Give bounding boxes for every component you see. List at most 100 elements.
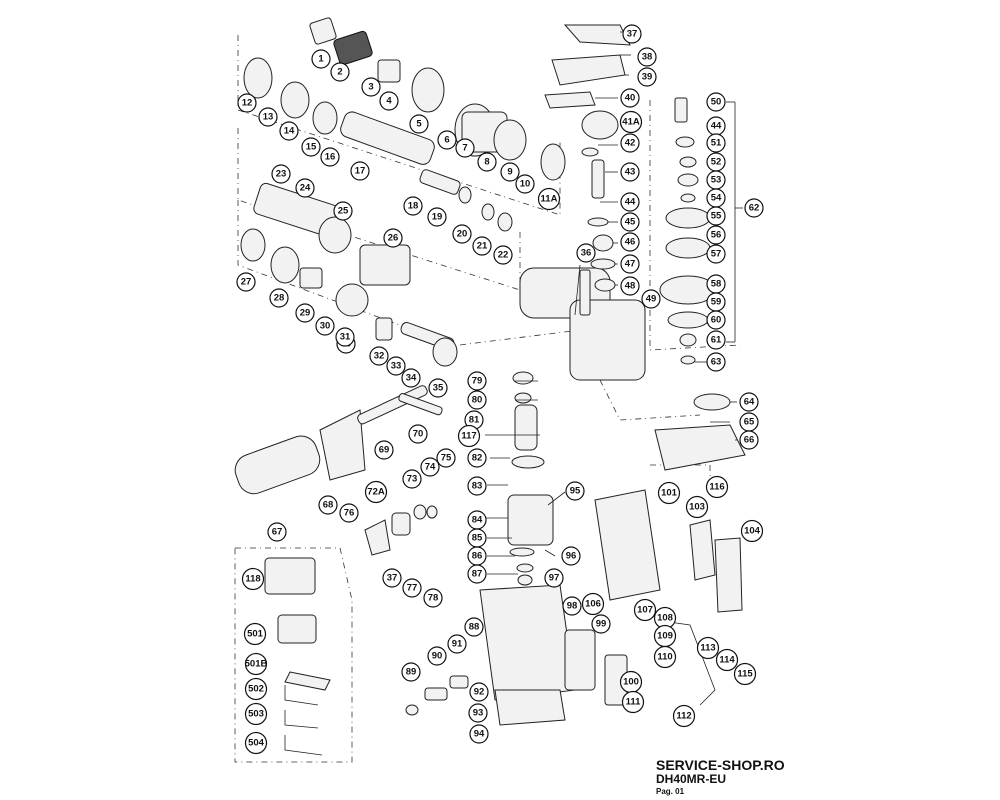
callout-label: 98 xyxy=(567,601,578,612)
callout-35: 35 xyxy=(428,378,448,398)
callout-47: 47 xyxy=(620,254,640,274)
callout-83: 83 xyxy=(467,476,487,496)
callout-label: 22 xyxy=(498,250,509,261)
callout-label: 5 xyxy=(416,119,422,130)
callout-circle xyxy=(320,147,340,167)
callout-label: 7 xyxy=(462,143,467,154)
callout-circle xyxy=(271,164,291,184)
callout-label: 36 xyxy=(581,248,592,259)
callout-circle xyxy=(339,503,359,523)
callout-501: 501 xyxy=(243,622,267,646)
callout-86: 86 xyxy=(467,546,487,566)
callout-circle xyxy=(733,662,757,686)
callout-circle xyxy=(236,272,256,292)
callout-36: 36 xyxy=(576,243,596,263)
callout-label: 503 xyxy=(248,709,264,720)
callout-circle xyxy=(672,704,696,728)
callout-label: 33 xyxy=(391,361,402,372)
callout-circle xyxy=(705,475,729,499)
callout-label: 11A xyxy=(541,194,558,205)
callout-13: 13 xyxy=(258,107,278,127)
callout-19: 19 xyxy=(427,207,447,227)
callout-label: 77 xyxy=(407,583,418,594)
callout-label: 37 xyxy=(627,29,638,40)
callout-circle xyxy=(493,245,513,265)
callout-label: 72A xyxy=(367,487,385,498)
callout-58: 58 xyxy=(706,274,726,294)
callout-42: 42 xyxy=(620,133,640,153)
callout-circle xyxy=(469,682,489,702)
callout-circle xyxy=(403,196,423,216)
callout-63: 63 xyxy=(706,352,726,372)
callout-label: 31 xyxy=(340,332,351,343)
callout-label: 49 xyxy=(646,294,657,305)
callout-113: 113 xyxy=(696,636,720,660)
callout-circle xyxy=(744,198,764,218)
callout-56: 56 xyxy=(706,225,726,245)
callout-21: 21 xyxy=(472,236,492,256)
callout-label: 47 xyxy=(625,259,636,270)
callout-circle xyxy=(467,390,487,410)
callout-75: 75 xyxy=(436,448,456,468)
callout-circle xyxy=(469,724,489,744)
callout-circle xyxy=(467,476,487,496)
callout-97: 97 xyxy=(544,568,564,588)
callout-label: 1 xyxy=(318,54,324,65)
callout-501B: 501B xyxy=(245,652,267,676)
callout-1: 1 xyxy=(311,49,331,69)
callout-circle xyxy=(696,636,720,660)
callout-65: 65 xyxy=(739,412,759,432)
callout-circle xyxy=(562,596,582,616)
callout-57: 57 xyxy=(706,244,726,264)
callout-label: 80 xyxy=(472,395,483,406)
callout-label: 20 xyxy=(457,229,468,240)
callout-label: 78 xyxy=(428,593,439,604)
callout-circle xyxy=(423,588,443,608)
callout-24: 24 xyxy=(295,178,315,198)
callout-label: 34 xyxy=(406,373,417,384)
callout-48: 48 xyxy=(620,276,640,296)
callout-circle xyxy=(333,201,353,221)
callout-2: 2 xyxy=(330,62,350,82)
callout-circle xyxy=(361,77,381,97)
callout-101: 101 xyxy=(657,481,681,505)
callout-79: 79 xyxy=(467,371,487,391)
callout-circle xyxy=(244,731,268,755)
callout-14: 14 xyxy=(279,121,299,141)
callout-circle xyxy=(620,232,640,252)
callout-label: 82 xyxy=(472,453,483,464)
callout-circle xyxy=(369,346,389,366)
callout-label: 42 xyxy=(625,138,636,149)
callout-label: 48 xyxy=(625,281,636,292)
callout-circle xyxy=(581,592,605,616)
callout-label: 83 xyxy=(472,481,483,492)
callout-100: 100 xyxy=(619,670,643,694)
callout-label: 38 xyxy=(642,52,653,63)
callout-circle xyxy=(402,578,422,598)
callout-label: 54 xyxy=(711,193,722,204)
callout-circle xyxy=(428,378,448,398)
callout-94: 94 xyxy=(469,724,489,744)
callout-60: 60 xyxy=(706,310,726,330)
callout-64: 64 xyxy=(739,392,759,412)
callout-7: 7 xyxy=(455,138,475,158)
callout-circle xyxy=(706,133,726,153)
callout-118: 118 xyxy=(241,567,265,591)
callout-circle xyxy=(364,480,388,504)
footer-model: DH40MR-EU xyxy=(656,772,727,786)
callout-label: 17 xyxy=(355,166,366,177)
callout-label: 90 xyxy=(432,651,443,662)
callout-circle xyxy=(386,356,406,376)
callout-27: 27 xyxy=(236,272,256,292)
callout-circle xyxy=(401,662,421,682)
callout-circle xyxy=(409,114,429,134)
callout-112: 112 xyxy=(672,704,696,728)
callout-72A: 72A xyxy=(364,480,388,504)
callout-label: 18 xyxy=(408,201,419,212)
callout-52: 52 xyxy=(706,152,726,172)
callout-label: 501 xyxy=(247,629,264,640)
callout-label: 115 xyxy=(737,669,753,680)
callout-88: 88 xyxy=(464,617,484,637)
callout-label: 25 xyxy=(338,206,349,217)
